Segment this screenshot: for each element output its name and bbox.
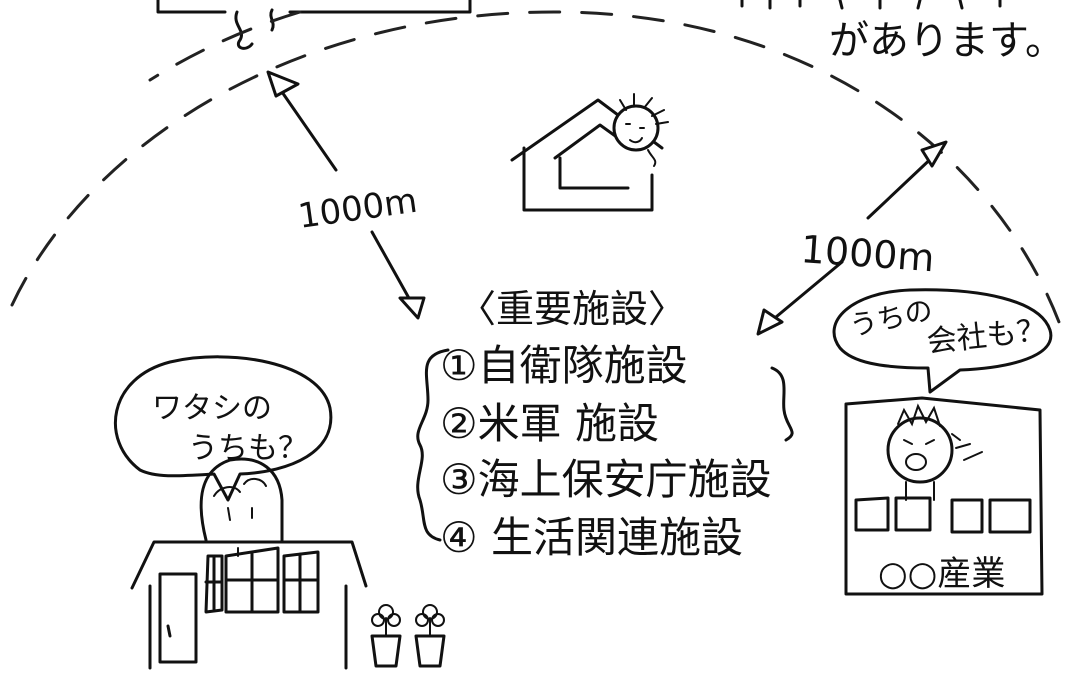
facilities-heading: 〈重要施設〉 [458,287,686,331]
facility-item-3: ③海上保安庁施設 [440,455,772,504]
right-distance-arrow [756,140,948,336]
facility-item-4: ④ 生活関連施設 [440,513,743,562]
speech-right-line2: 会社も？ [925,313,1048,360]
left-distance-arrow [266,70,426,320]
left-house [130,457,368,670]
top-caption: があります。 [740,0,1065,64]
signpost [156,0,472,50]
facility-item-2: ②米軍 施設 [440,399,659,448]
distance-label-left: 1000m [296,181,420,237]
speech-bubble-right: うちの 会社も？ [832,288,1053,394]
radius-boundary-arc-tail [148,10,302,82]
flower-pots [370,604,446,668]
facilities-list: 〈重要施設〉 ①自衛隊施設 ②米軍 施設 ③海上保安庁施設 ④ 生活関連施設 [416,287,794,562]
factory-sign: ○○産業 [878,554,1005,594]
radius-boundary-arc [10,10,1064,332]
factory-building: ○○産業 [844,396,1044,596]
central-house [510,93,669,212]
distance-label-right: 1000m [799,227,935,280]
facility-item-1: ①自衛隊施設 [440,341,688,390]
top-caption-text: があります。 [829,18,1065,64]
speech-left-line1: ワタシの [152,391,272,426]
speech-bubble-left: ワタシの うちも？ [113,355,333,502]
